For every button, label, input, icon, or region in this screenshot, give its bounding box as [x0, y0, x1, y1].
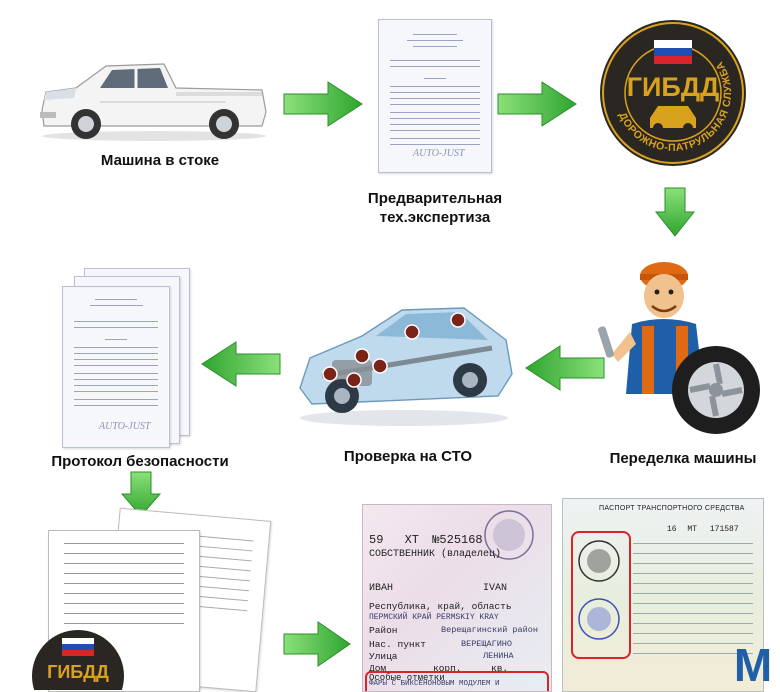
gibdd-emblem-small-logo: ГИБДД — [32, 630, 124, 690]
safety-protocol-document: AUTO-JUST — [62, 286, 170, 448]
stsr-apt-label: кв. — [491, 663, 509, 674]
stsr-letters: ХТ — [404, 533, 420, 547]
step-label-stock-car: Машина в стоке — [100, 152, 220, 169]
step-label-pre-expertise-line2: тех.экспертиза — [379, 209, 491, 226]
watermark-text: AUTO-JUST — [413, 148, 465, 159]
step-label-sto-check: Проверка на СТО — [343, 448, 473, 465]
round-seal-icon — [578, 540, 620, 582]
gibdd-emblem-title: ГИБДД — [627, 72, 720, 102]
stsr-owner-label: СОБСТВЕННИК (владелец) — [369, 549, 502, 560]
stsr-name-cyr: ИВАН — [369, 583, 394, 594]
arrow-left-icon — [201, 341, 281, 387]
special-marks-highlight — [365, 671, 549, 691]
step-label-safety-protocol: Протокол безопасности — [51, 453, 229, 470]
stsr-locality-value: ВЕРЕЩАГИНО — [461, 639, 513, 649]
arrow-right-icon — [283, 621, 351, 667]
vehicle-passport-document: ПАСПОРТ ТРАНСПОРТНОГО СРЕДСТВА 16 МТ 171… — [562, 498, 764, 692]
gibdd-emblem-small-title: ГИБДД — [47, 662, 109, 682]
mechanic-with-wheel-image — [598, 262, 760, 434]
stsr-district-value: Верещагинский район — [441, 625, 538, 635]
transparent-car-diagnostics-image — [299, 307, 513, 426]
stsr-region-label: Республика, край, область — [369, 601, 512, 612]
passport-series: 16 — [667, 525, 677, 534]
stsr-street-value: ЛЕНИНА — [483, 651, 514, 661]
stock-pickup-truck-image — [40, 63, 267, 141]
certificate-seal-icon — [484, 510, 534, 560]
stsr-building-label: корп. — [433, 663, 462, 674]
brand-logo-letter: M — [733, 639, 773, 691]
watermark-text: AUTO-JUST — [99, 421, 151, 432]
step-label-pre-expertise-line1: Предварительная — [367, 190, 503, 207]
passport-title: ПАСПОРТ ТРАНСПОРТНОГО СРЕДСТВА — [599, 505, 745, 512]
stsr-series: 59 — [369, 533, 384, 547]
stsr-region-value: ПЕРМСКИЙ КРАЙ PERMSKIY KRAY — [369, 613, 499, 622]
passport-number: 171587 — [709, 525, 739, 534]
gibdd-emblem-logo: ГИБДД ДОРОЖНО-ПАТРУЛЬНАЯ СЛУЖБА — [600, 20, 746, 166]
arrow-right-icon — [283, 81, 363, 127]
stsr-district-label: Район — [369, 625, 398, 636]
stsr-house-label: Дом — [369, 663, 387, 674]
vehicle-registration-certificate: 59 ХТ №525168 СОБСТВЕННИК (владелец) ИВА… — [362, 504, 552, 692]
stsr-street-label: Улица — [369, 651, 398, 662]
stsr-number: №525168 — [432, 533, 483, 547]
arrow-down-icon — [120, 471, 162, 517]
arrow-right-icon — [497, 81, 577, 127]
passport-letters: МТ — [687, 525, 698, 534]
brand-logo: M — [728, 640, 778, 690]
step-label-conversion: Переделка машины — [609, 450, 757, 467]
stsr-locality-label: Нас. пункт — [369, 639, 427, 650]
stsr-name-latin: IVAN — [483, 583, 508, 594]
approval-stamps-highlight — [571, 531, 631, 659]
arrow-left-icon — [525, 345, 605, 391]
stsr-special-marks-value-1: ФАРЫ С БИКСЕНОНОВЫМ МОДУЛЕМ И — [369, 680, 500, 688]
arrow-down-icon — [654, 187, 696, 237]
pre-expertise-document: AUTO-JUST — [378, 19, 492, 173]
blue-stamp-icon — [578, 598, 620, 640]
stsr-special-marks-label: Особые отметки — [369, 673, 445, 683]
